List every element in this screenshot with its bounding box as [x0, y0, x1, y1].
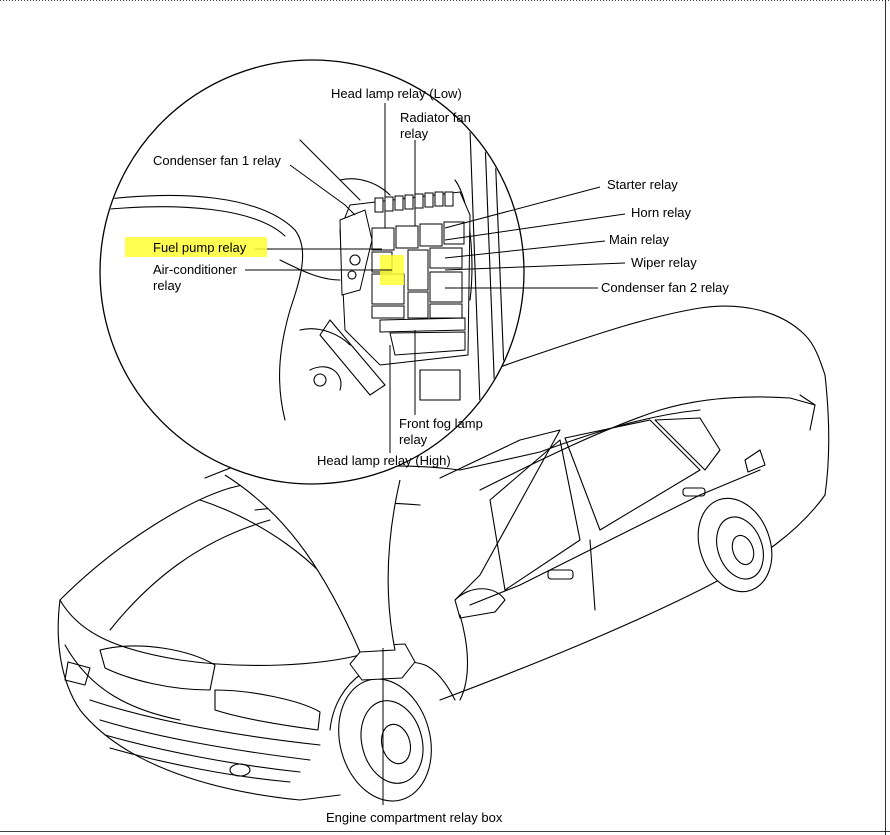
label-main-relay: Main relay — [609, 232, 669, 247]
label-fuel-pump-relay: Fuel pump relay — [153, 240, 247, 255]
label-engine-compartment-relay-box: Engine compartment relay box — [326, 810, 503, 825]
label-air-conditioner-relay-2: relay — [153, 278, 182, 293]
label-air-conditioner-relay-1: Air-conditioner — [153, 262, 237, 277]
leader-lines — [245, 103, 626, 805]
label-radiator-fan-relay-1: Radiator fan — [400, 110, 471, 125]
label-condenser-fan-2-relay: Condenser fan 2 relay — [601, 280, 729, 295]
label-wiper-relay: Wiper relay — [631, 255, 697, 270]
callout-tail — [224, 474, 401, 653]
label-starter-relay: Starter relay — [607, 177, 678, 192]
car-illustration — [57, 305, 830, 802]
label-head-lamp-relay-high: Head lamp relay (High) — [317, 453, 451, 468]
label-front-fog-lamp-relay-1: Front fog lamp — [399, 416, 483, 431]
label-horn-relay: Horn relay — [631, 205, 691, 220]
magnified-view — [99, 59, 626, 805]
highlight-fuel-pump-label — [125, 237, 267, 257]
label-radiator-fan-relay-2: relay — [400, 126, 429, 141]
label-condenser-fan-1-relay: Condenser fan 1 relay — [153, 153, 281, 168]
label-front-fog-lamp-relay-2: relay — [399, 432, 428, 447]
label-head-lamp-relay-low: Head lamp relay (Low) — [331, 86, 462, 101]
